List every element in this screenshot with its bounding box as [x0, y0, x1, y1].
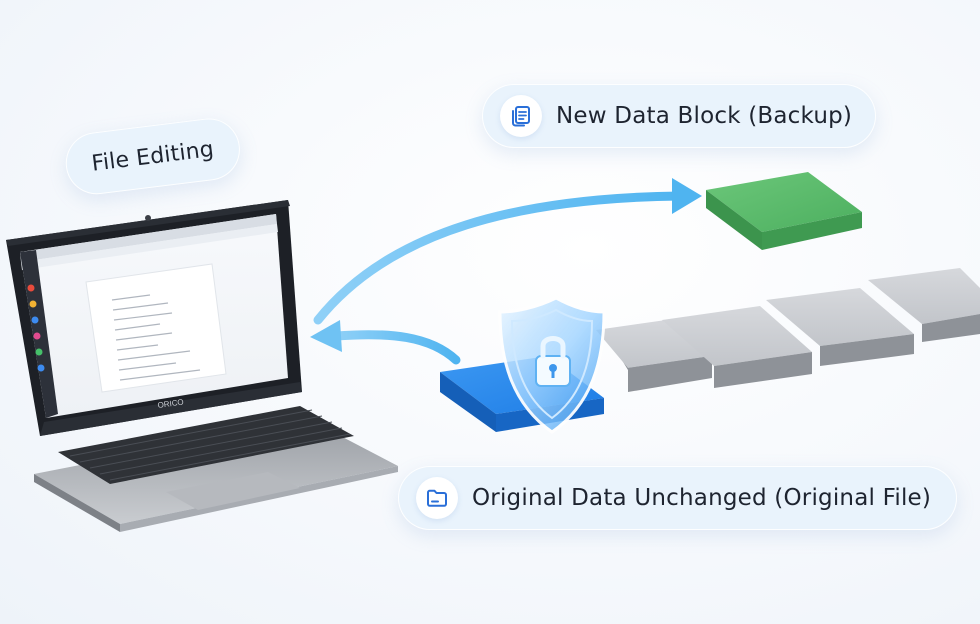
original-data-text: Original Data Unchanged (Original File)	[472, 485, 932, 511]
new-data-block-label: New Data Block (Backup)	[482, 84, 877, 148]
grey-block-2	[662, 306, 812, 388]
new-data-block-text: New Data Block (Backup)	[556, 103, 853, 129]
laptop-brand: ORICO	[157, 397, 184, 410]
laptop: ORICO	[6, 200, 398, 532]
taskbar-icons	[27, 284, 45, 372]
grey-block-chain	[596, 268, 980, 392]
grey-block-4	[868, 268, 980, 342]
backup-data-block	[706, 172, 862, 250]
arrow-to-backup	[313, 178, 702, 325]
arrow-to-laptop	[310, 320, 461, 365]
shield-lock-icon	[498, 296, 606, 434]
keyboard	[58, 406, 354, 484]
folder-icon	[416, 477, 458, 519]
file-editing-text: File Editing	[90, 136, 216, 177]
copy-document-icon	[500, 95, 542, 137]
webcam	[145, 215, 151, 221]
grey-block-3	[766, 288, 914, 366]
original-data-label: Original Data Unchanged (Original File)	[398, 466, 958, 530]
